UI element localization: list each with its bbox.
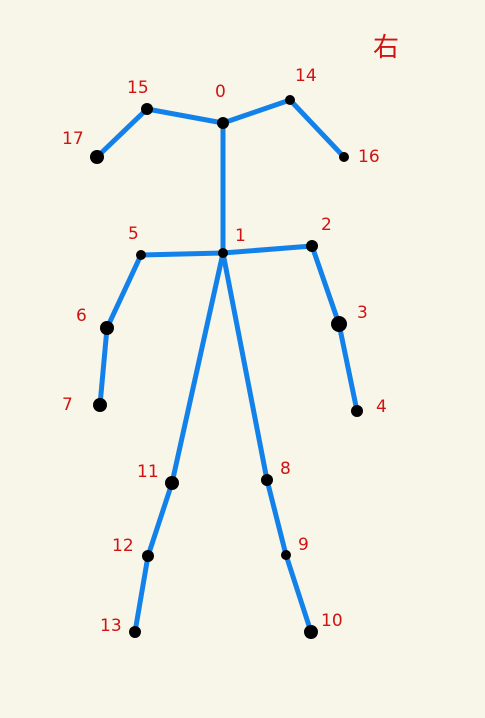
joint-8 <box>261 474 273 486</box>
joint-9 <box>281 550 291 560</box>
keypoint-label-9: 9 <box>298 535 309 555</box>
joint-13 <box>129 626 141 638</box>
joint-17 <box>90 150 104 164</box>
joint-1 <box>218 248 228 258</box>
bone-1-2 <box>220 243 315 256</box>
keypoint-label-8: 8 <box>280 459 291 479</box>
bone-9-10 <box>283 552 314 635</box>
joint-11 <box>165 476 179 490</box>
keypoint-label-14: 14 <box>295 66 317 86</box>
joint-6 <box>100 321 114 335</box>
keypoint-label-1: 1 <box>235 226 246 246</box>
keypoint-label-15: 15 <box>127 78 149 98</box>
keypoint-label-4: 4 <box>376 397 387 417</box>
keypoint-label-5: 5 <box>128 224 139 244</box>
keypoint-label-13: 13 <box>100 616 122 636</box>
bone-14-16 <box>287 97 347 160</box>
keypoint-label-3: 3 <box>357 303 368 323</box>
joint-10 <box>304 625 318 639</box>
joint-15 <box>141 103 153 115</box>
keypoint-label-7: 7 <box>62 395 73 415</box>
joint-0 <box>217 117 229 129</box>
keypoint-label-16: 16 <box>358 147 380 167</box>
keypoint-label-6: 6 <box>76 306 87 326</box>
joint-4 <box>351 405 363 417</box>
joint-2 <box>306 240 318 252</box>
bone-15-17 <box>94 106 150 160</box>
joint-7 <box>93 398 107 412</box>
bone-6-7 <box>97 325 110 408</box>
joint-5 <box>136 250 146 260</box>
keypoint-label-11: 11 <box>137 462 159 482</box>
joint-16 <box>339 152 349 162</box>
bone-3-4 <box>336 321 360 414</box>
bone-12-13 <box>132 553 151 635</box>
joint-3 <box>331 316 347 332</box>
keypoint-label-10: 10 <box>321 611 343 631</box>
skeleton-joints <box>90 95 363 639</box>
joint-12 <box>142 550 154 562</box>
bone-1-11 <box>169 250 226 486</box>
bone-0-14 <box>220 97 293 126</box>
bone-2-3 <box>309 243 342 327</box>
keypoint-label-2: 2 <box>321 215 332 235</box>
bone-1-8 <box>220 250 270 483</box>
keypoint-label-0: 0 <box>215 82 226 102</box>
bone-0-15 <box>144 106 226 126</box>
keypoint-label-17: 17 <box>62 129 84 149</box>
bone-8-9 <box>264 477 289 558</box>
skeleton-bones <box>94 97 360 635</box>
bone-11-12 <box>145 480 175 559</box>
keypoint-label-12: 12 <box>112 536 134 556</box>
bone-1-5 <box>138 250 226 258</box>
bone-5-6 <box>104 252 144 331</box>
side-label: 右 <box>373 33 399 63</box>
joint-14 <box>285 95 295 105</box>
